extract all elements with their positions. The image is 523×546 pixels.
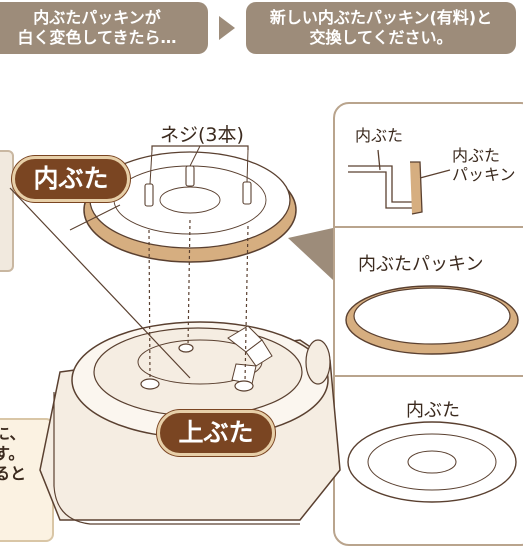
note-line1: に、 (0, 424, 26, 443)
vent-fins (227, 325, 273, 385)
screw-posts (140, 343, 254, 392)
panel-middle-title: 内ぶたパッキン (358, 254, 484, 275)
panel-divider-1 (333, 226, 523, 228)
banner-condition-line2: 白く変色してきたら… (17, 28, 177, 47)
alignment-lines (148, 219, 249, 383)
panel-callout-line2: パッキン (452, 165, 516, 184)
upper-lid-hinge (305, 339, 331, 385)
panel-top-title: 内ぶた (355, 126, 404, 145)
banner-action-line2: 交換してください。 (309, 28, 453, 47)
cross-section (348, 149, 451, 215)
note-line2: す。 (0, 444, 25, 463)
screw-leader-center (189, 145, 201, 167)
screw-leader-left (149, 149, 153, 185)
banner-condition: 内ぶたパッキンが 白く変色してきたら… (0, 2, 208, 54)
screw-right (242, 181, 252, 205)
screws (144, 165, 252, 207)
screw-center (185, 165, 195, 187)
banner-action-line1: 新しい内ぶたパッキン(有料)と (269, 8, 493, 27)
inner-lid-detail-outer (347, 421, 517, 503)
screw-left (144, 183, 154, 207)
left-info-box (0, 150, 14, 272)
panel-divider-2 (333, 375, 523, 377)
inner-lid-leader (69, 204, 121, 231)
screw-leader-right (246, 149, 249, 183)
note-line3: ると (0, 464, 27, 483)
arrow-right-icon (219, 16, 235, 40)
upper-lid-label: 上ぶた (157, 410, 275, 456)
gasket-ring-inner (353, 287, 511, 345)
note-text: に、 す。 ると (0, 424, 26, 484)
panel-bottom-title: 内ぶた (406, 400, 460, 421)
inner-lid-detail-ring (367, 433, 497, 491)
upper-lid-leader (9, 187, 191, 379)
screws-label: ネジ(3本) (160, 124, 244, 146)
panel-callout-line1: 内ぶた (452, 146, 501, 165)
inner-lid-detail-center (407, 450, 457, 474)
banner-action: 新しい内ぶたパッキン(有料)と 交換してください。 (246, 2, 516, 54)
upper-lid-base-edge (53, 392, 300, 525)
banner-condition-line1: 内ぶたパッキンが (33, 8, 161, 27)
inner-lid-label: 内ぶた (12, 156, 130, 202)
inner-lid-center (159, 186, 221, 214)
callout-connector (288, 228, 333, 280)
upper-lid-inner (93, 327, 303, 417)
